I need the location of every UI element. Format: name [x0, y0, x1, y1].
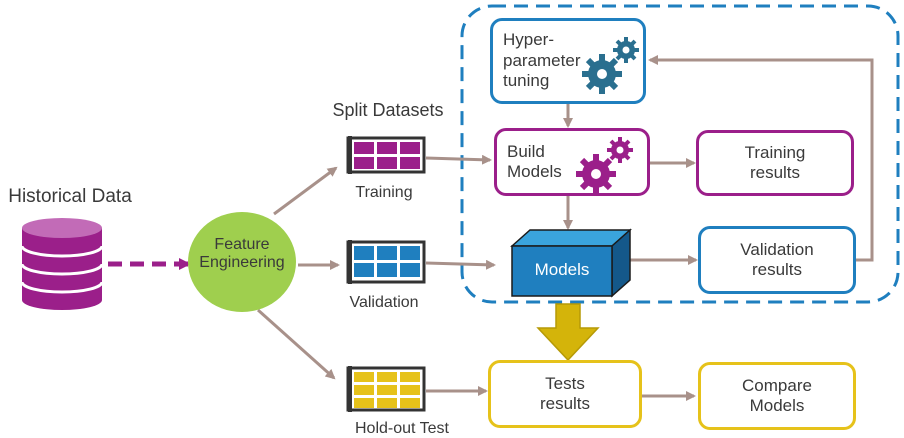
training-label: Training	[355, 184, 413, 201]
gears-icon	[576, 137, 633, 194]
split-datasets-label: Split Datasets	[332, 100, 444, 120]
tests-results-label: Tests results	[539, 373, 591, 413]
models-to-tests-arrow	[536, 303, 600, 362]
arrow-feature-to-training	[273, 166, 338, 216]
arrow-feature-to-holdout	[256, 308, 336, 380]
holdout-test-label: Hold-out Test	[355, 420, 449, 437]
feature-engineering-label: Feature Engineering	[199, 236, 285, 272]
compare-models-node: Compare Models	[698, 362, 856, 430]
historical-data-label: Historical Data	[8, 186, 132, 207]
tests-results-node: Tests results	[488, 360, 642, 428]
models-label: Models	[534, 260, 590, 279]
feature-engineering-node	[188, 212, 296, 312]
database-icon	[20, 218, 104, 310]
arrow-validation-feedback	[648, 55, 874, 262]
validation-results-label: Validation results	[740, 239, 814, 279]
compare-models-label: Compare Models	[742, 375, 812, 415]
training-results-label: Training results	[744, 142, 806, 182]
cube-icon	[510, 228, 632, 298]
hyperparameter-tuning-label: Hyper- parameter tuning	[503, 30, 581, 91]
holdout-table-icon	[346, 366, 426, 412]
validation-table-icon	[346, 240, 426, 284]
training-table-icon	[346, 136, 426, 174]
training-results-node: Training results	[696, 130, 854, 196]
model-training-region	[460, 4, 900, 304]
build-models-node: Build Models	[494, 128, 650, 196]
hyperparameter-tuning-node: Hyper- parameter tuning	[490, 18, 646, 104]
gears-icon	[582, 37, 639, 94]
build-models-label: Build Models	[507, 141, 562, 181]
arrow-validation-to-models	[425, 259, 496, 270]
arrow-training-to-build	[425, 154, 492, 165]
validation-results-node: Validation results	[698, 226, 856, 294]
validation-label: Validation	[349, 294, 419, 311]
